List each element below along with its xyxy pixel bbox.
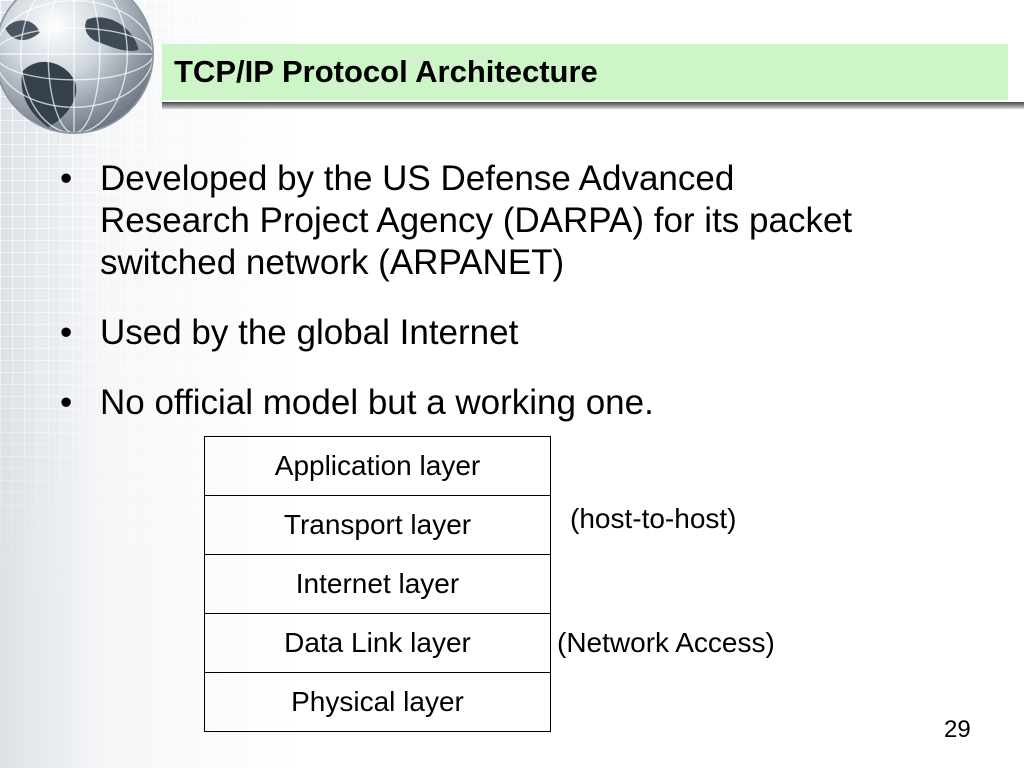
layer-row: Internet layer: [204, 554, 551, 614]
bullet-marker: •: [60, 383, 73, 422]
layer-row: Data Link layer: [204, 613, 551, 673]
bullet-text: Used by the global Internet: [100, 313, 519, 352]
bullet-item: • Used by the global Internet: [58, 312, 988, 354]
bullet-text: No official model but a working one.: [100, 383, 654, 422]
title-bar: TCP/IP Protocol Architecture: [162, 44, 1008, 100]
bullet-item: • No official model but a working one.: [58, 382, 988, 424]
bullet-marker: •: [60, 159, 73, 198]
bullet-item: • Developed by the US Defense Advanced R…: [58, 158, 988, 284]
bullet-text: Developed by the US Defense Advanced Res…: [100, 158, 988, 284]
page-number: 29: [944, 716, 971, 743]
bullet-line: Research Project Agency (DARPA) for its …: [100, 201, 853, 240]
bullet-marker: •: [60, 313, 73, 352]
bullet-line: Developed by the US Defense Advanced: [100, 159, 735, 198]
host-to-host-note: (host-to-host): [570, 503, 737, 534]
layer-cell-transport: Transport layer: [204, 495, 551, 555]
layer-row: Transport layer: [204, 495, 551, 555]
layer-row: Application layer: [204, 436, 551, 496]
bullet-line: switched network (ARPANET): [100, 243, 565, 282]
bullet-list: • Developed by the US Defense Advanced R…: [58, 158, 988, 452]
network-access-note: (Network Access): [557, 627, 775, 658]
layer-cell-internet: Internet layer: [204, 554, 551, 614]
layer-row: Physical layer: [204, 672, 551, 732]
layer-cell-physical: Physical layer: [204, 672, 551, 732]
globe-icon: [0, 0, 154, 134]
layer-cell-application: Application layer: [204, 436, 551, 496]
layer-stack-table: Application layer Transport layer Intern…: [204, 436, 551, 732]
title-underline: [162, 102, 1024, 109]
layer-cell-data-link: Data Link layer: [204, 613, 551, 673]
slide-title: TCP/IP Protocol Architecture: [174, 54, 598, 89]
